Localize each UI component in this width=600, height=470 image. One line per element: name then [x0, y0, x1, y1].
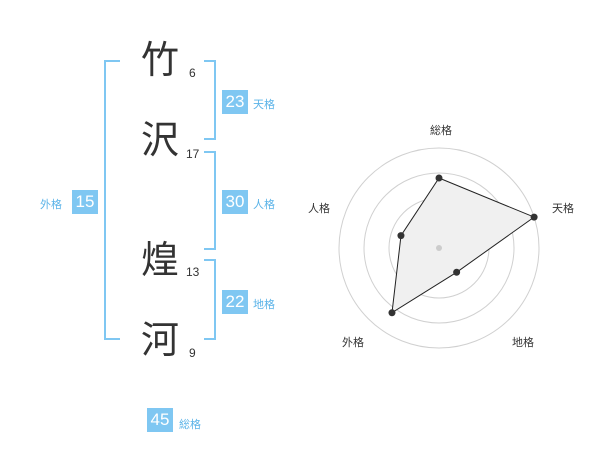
stroke-count-2: 17 [186, 147, 200, 161]
jinkaku-value-badge: 30 [222, 190, 248, 214]
tenkaku-label: 天格 [253, 98, 275, 111]
stroke-count-3: 13 [186, 265, 200, 279]
jinkaku-label: 人格 [253, 198, 275, 211]
tenkaku-bracket [204, 60, 216, 140]
stroke-count-1: 6 [189, 66, 196, 80]
radar-center-dot [436, 245, 442, 251]
radar-point [435, 174, 443, 182]
name-char-2: 沢 [141, 118, 180, 162]
radar-axis-label-jinkaku: 人格 [308, 201, 330, 215]
radar-point [530, 213, 538, 221]
radar-point [397, 232, 405, 240]
radar-points [388, 174, 538, 317]
chikaku-label: 地格 [253, 298, 275, 311]
radar-ring [338, 147, 540, 349]
radar-ring [363, 172, 515, 324]
radar-axis-label-soukaku: 総格 [430, 123, 452, 137]
radar-point [388, 309, 396, 317]
radar-axis-label-chikaku: 地格 [512, 335, 534, 349]
name-char-1: 竹 [141, 38, 180, 82]
soukaku-value-badge: 45 [147, 408, 173, 432]
gaikaku-value-badge: 15 [72, 190, 98, 214]
tenkaku-value-badge: 23 [222, 90, 248, 114]
chikaku-value-badge: 22 [222, 290, 248, 314]
jinkaku-bracket [204, 151, 216, 250]
radar-value-polygon [391, 177, 536, 314]
gaikaku-label: 外格 [40, 198, 62, 211]
radar-axis-label-tenkaku: 天格 [552, 201, 574, 215]
soukaku-label: 総格 [179, 418, 201, 431]
radar-point [453, 268, 461, 276]
gaikaku-bracket [104, 60, 120, 340]
stroke-count-4: 9 [189, 346, 196, 360]
chikaku-bracket [204, 259, 216, 340]
name-char-3: 煌 [141, 238, 180, 282]
name-char-4: 河 [141, 318, 180, 362]
radar-axis-label-gaikaku: 外格 [342, 335, 364, 349]
